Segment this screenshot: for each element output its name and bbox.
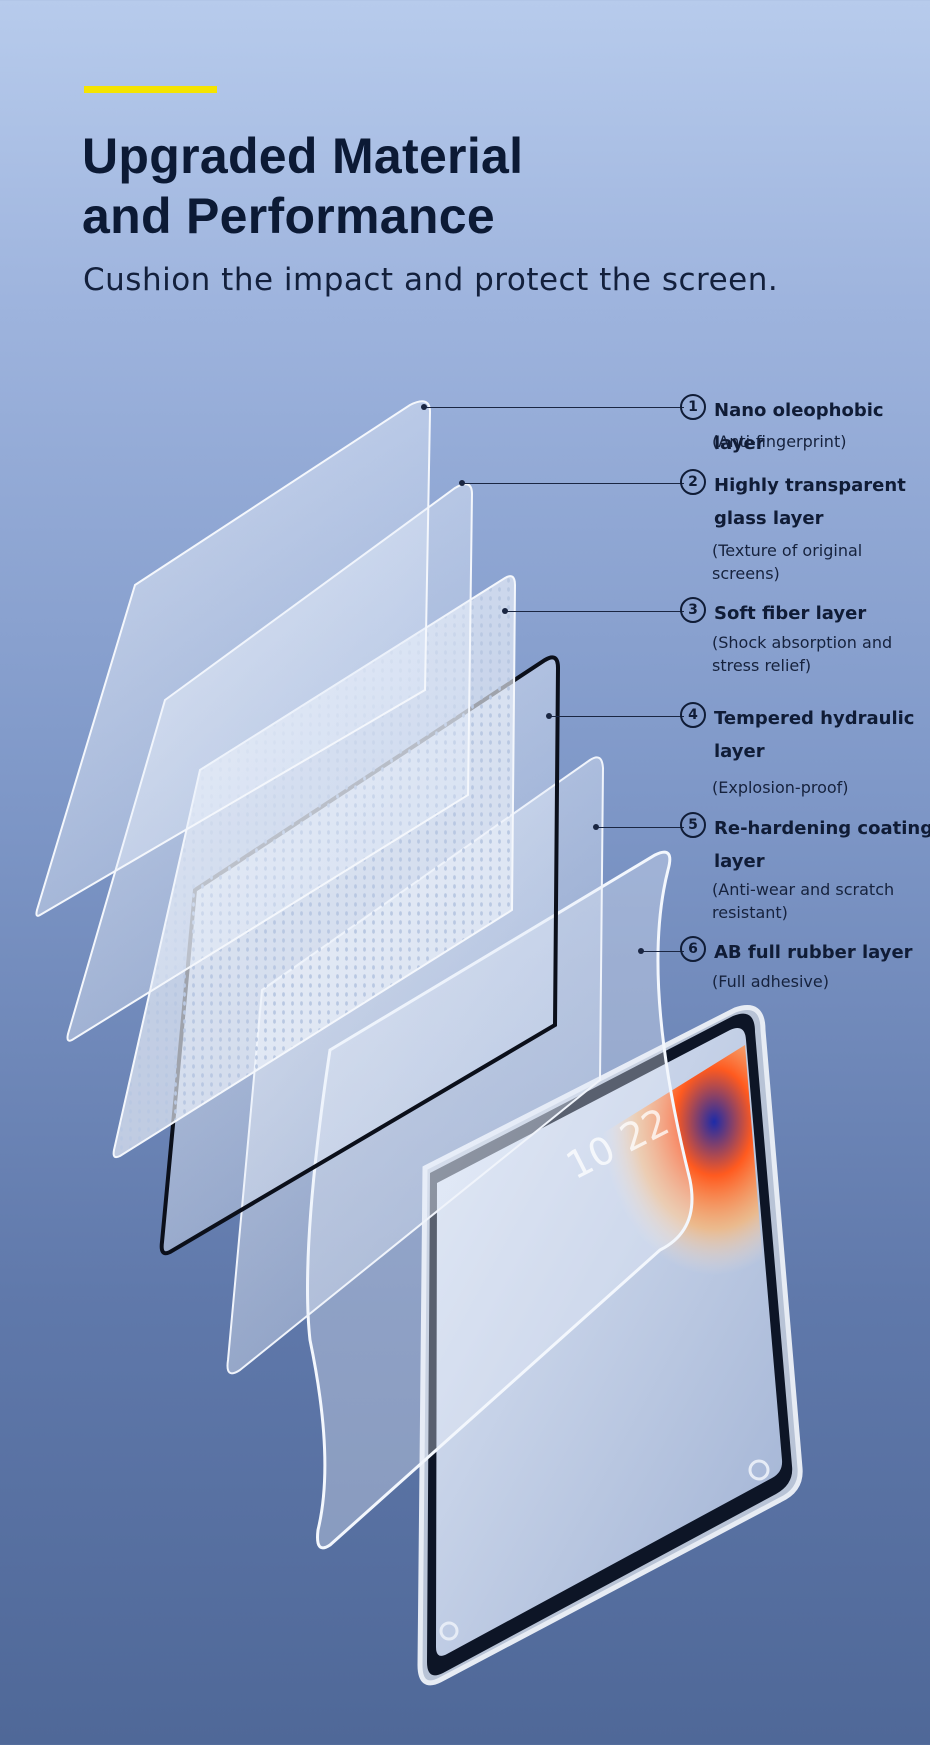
callout-line-6 (641, 951, 684, 952)
number-badge: 4 (680, 702, 706, 728)
camera-icon (748, 1459, 770, 1481)
number-badge: 1 (680, 394, 706, 420)
layer-name: Soft fiber layer (714, 603, 867, 624)
layer-stack-illustration: 10 22 (35, 400, 803, 1686)
layer-name: AB full rubber layer (714, 942, 913, 963)
callout-line-5 (596, 827, 684, 828)
page-title: Upgraded Material and Performance (82, 126, 523, 246)
layer-note: (Full adhesive) (712, 972, 829, 991)
callout-line-2 (462, 483, 684, 484)
layer-note: (Shock absorption and stress relief) (712, 633, 893, 675)
number-badge: 5 (680, 812, 706, 838)
accent-bar (84, 86, 217, 93)
number-badge: 6 (680, 936, 706, 962)
callout-line-4 (549, 716, 684, 717)
home-indicator-icon (439, 1621, 459, 1641)
callout-line-1 (424, 407, 684, 408)
layer-note: (Anti-fingerprint) (712, 432, 847, 451)
callout-line-3 (505, 611, 684, 612)
layer-name: Tempered hydraulic layer (714, 708, 915, 762)
page-title-line-2: and Performance (82, 188, 495, 244)
layer-note: (Texture of original screens) (712, 541, 863, 583)
layer-name: Highly transparent glass layer (714, 475, 906, 529)
number-badge: 3 (680, 597, 706, 623)
page-subtitle: Cushion the impact and protect the scree… (83, 262, 779, 298)
number-badge: 2 (680, 469, 706, 495)
layer-note: (Explosion-proof) (712, 778, 849, 797)
layer-note: (Anti-wear and scratch resistant) (712, 880, 895, 922)
phone (417, 1005, 803, 1686)
page-title-line-1: Upgraded Material (82, 128, 524, 184)
oleophobic-layer (35, 400, 432, 917)
layer-name: Re-hardening coating layer (714, 818, 930, 872)
layer-name: Nano oleophobic layer (714, 400, 884, 454)
